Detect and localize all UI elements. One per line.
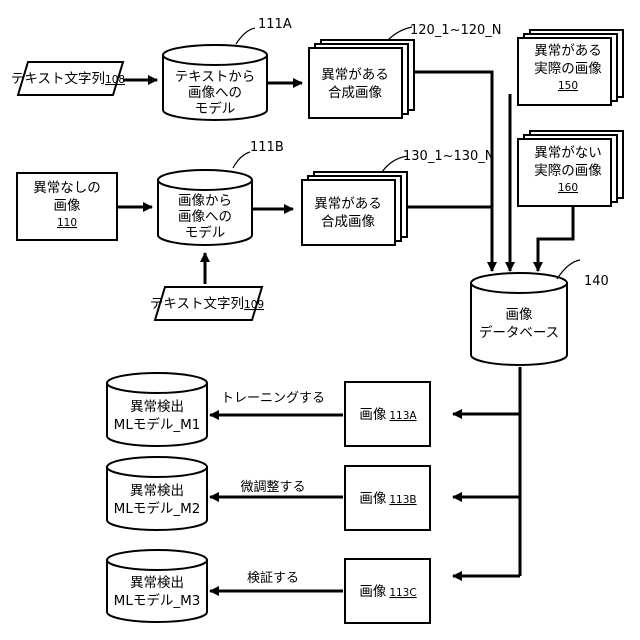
- model-111a-line-1: テキストから: [175, 69, 256, 85]
- synthetic-130-line-1: 異常がある: [314, 196, 382, 212]
- image-113c-ref: 113C: [389, 587, 416, 599]
- image-113b-ref: 113B: [389, 494, 416, 506]
- ml-model-cylinder-m3: 異常検出 MLモデル_M3: [107, 550, 207, 622]
- image-db-140-id: 140: [584, 274, 609, 289]
- image-113a-ref: 113A: [389, 410, 417, 422]
- ml-model-m3-line-2: MLモデル_M3: [114, 592, 201, 609]
- synthetic-image-stack-130: 異常がある 合成画像 130_1~130_N: [302, 149, 495, 245]
- synthetic-120-line-2: 合成画像: [328, 85, 382, 101]
- image-box-113b: 画像113B: [345, 466, 430, 530]
- text-string-109: テキスト文字列109: [150, 287, 264, 320]
- real-normal-160-line-1: 異常がない: [534, 145, 602, 161]
- text-string-109-ref: 109: [244, 299, 264, 311]
- model-111a-line-3: モデル: [195, 100, 236, 117]
- real-abnormal-150-line-2: 実際の画像: [534, 61, 602, 77]
- svg-text:テキスト文字列109: テキスト文字列109: [150, 296, 264, 312]
- image-113a-label: 画像: [359, 407, 386, 423]
- real-normal-stack-160: 異常がない 実際の画像 160: [518, 131, 623, 206]
- real-abnormal-stack-150: 異常がある 実際の画像 150: [518, 30, 623, 105]
- image-database-140: 画像 データベース 140: [471, 260, 609, 365]
- normal-image-110-line-1: 異常なしの: [33, 180, 101, 196]
- image-box-113c: 画像113C: [345, 559, 430, 623]
- edge-160-to-140: [538, 203, 573, 271]
- ml-model-m3-line-1: 異常検出: [130, 575, 184, 591]
- model-111b-id: 111B: [250, 140, 284, 155]
- image-box-113a: 画像113A: [345, 382, 430, 446]
- text-string-108-label: テキスト文字列: [11, 71, 105, 87]
- text-string-109-label: テキスト文字列: [150, 296, 244, 312]
- edge-label-train: トレーニングする: [221, 391, 325, 406]
- image-113c-label: 画像: [359, 584, 386, 600]
- text-string-108: テキスト文字列108: [11, 62, 125, 95]
- model-111b-line-3: モデル: [185, 224, 226, 241]
- image-113b-label: 画像: [359, 491, 386, 507]
- ml-model-cylinder-m2: 異常検出 MLモデル_M2: [107, 457, 207, 530]
- image-db-140-line-1: 画像: [506, 307, 534, 323]
- normal-image-110-line-2: 画像: [54, 198, 81, 214]
- svg-text:テキスト文字列108: テキスト文字列108: [11, 71, 125, 87]
- synthetic-120-line-1: 異常がある: [321, 67, 389, 83]
- synthetic-130-id: 130_1~130_N: [403, 149, 495, 164]
- model-111a-line-2: 画像への: [188, 85, 242, 101]
- model-cylinder-111b: 画像から 画像への モデル 111B: [158, 140, 284, 245]
- synthetic-120-id: 120_1~120_N: [410, 23, 502, 38]
- model-111b-line-1: 画像から: [178, 193, 232, 209]
- model-111b-line-2: 画像への: [178, 209, 232, 225]
- svg-text:画像113A: 画像113A: [359, 407, 417, 423]
- image-db-140-line-2: データベース: [479, 324, 559, 341]
- ml-model-m2-line-2: MLモデル_M2: [114, 500, 201, 517]
- ml-model-m1-line-1: 異常検出: [130, 399, 184, 415]
- model-cylinder-111a: テキストから 画像への モデル 111A: [163, 17, 292, 120]
- model-111a-id: 111A: [258, 17, 292, 32]
- real-abnormal-150-ref: 150: [558, 80, 578, 92]
- real-normal-160-line-2: 実際の画像: [534, 163, 602, 179]
- real-normal-160-ref: 160: [558, 182, 578, 194]
- synthetic-130-line-2: 合成画像: [321, 214, 375, 230]
- ml-model-m2-line-1: 異常検出: [130, 483, 184, 499]
- normal-image-box-110: 異常なしの 画像 110: [17, 173, 117, 240]
- edge-label-finetune: 微調整する: [240, 480, 305, 495]
- normal-image-110-ref: 110: [57, 217, 77, 229]
- text-string-108-ref: 108: [105, 74, 125, 86]
- ml-model-m1-line-2: MLモデル_M1: [114, 416, 201, 433]
- edge-120-to-140: [413, 72, 492, 271]
- ml-model-cylinder-m1: 異常検出 MLモデル_M1: [107, 373, 207, 446]
- real-abnormal-150-line-1: 異常がある: [534, 43, 602, 59]
- edge-label-validate: 検証する: [247, 571, 299, 586]
